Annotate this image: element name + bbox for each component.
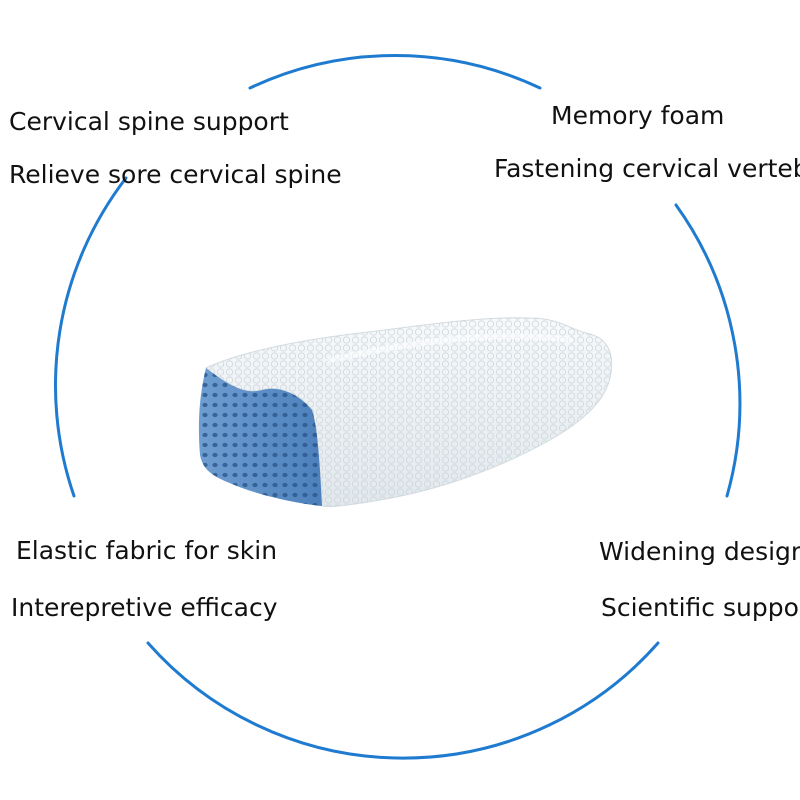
arc-bottom (146, 641, 660, 760)
feature-fastening-cervical-vertebre: Fastening cervical vertebre (494, 154, 800, 183)
feature-relieve-sore-cervical-spine: Relieve sore cervical spine (9, 160, 342, 189)
arc-left (54, 176, 128, 498)
feature-elastic-fabric: Elastic fabric for skin (16, 536, 278, 565)
feature-scientific-support: Scientific support (601, 593, 800, 622)
arc-right (674, 203, 742, 498)
feature-memory-foam: Memory foam (551, 101, 725, 130)
feature-interepretive-efficacy: Interepretive efficacy (11, 593, 278, 622)
feature-cervical-spine-support: Cervical spine support (9, 107, 289, 136)
feature-widening-design: Widening design (599, 537, 800, 566)
arc-top (248, 54, 542, 90)
